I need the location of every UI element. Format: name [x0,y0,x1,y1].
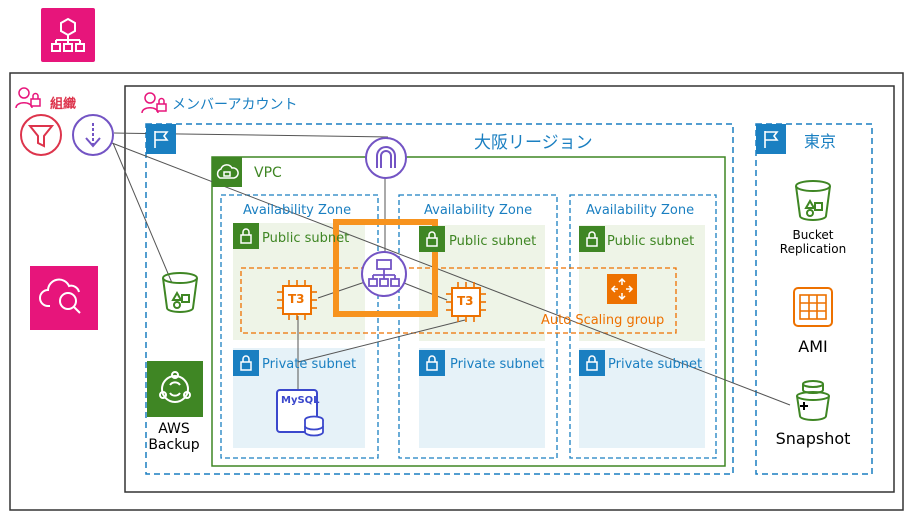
public-subnet-3-label: Public subnet [607,234,695,249]
public-subnet-2-label: Public subnet [449,234,537,249]
auto-scaling-icon [607,274,637,304]
snapshot-label: Snapshot [775,429,851,448]
member-account-user-icon [140,91,168,115]
load-balancer-icon [360,250,408,298]
aws-backup-label: AWS Backup [148,421,200,453]
organization-boundary [9,72,904,511]
availability-zone-3-label: Availability Zone [586,203,695,218]
member-account-boundary [124,85,895,493]
ec2-t3-chip-icon: T3 [275,278,319,322]
region-flag-icon [146,124,176,154]
auto-scaling-group-boundary [240,267,677,334]
vpc-label: VPC [254,165,282,181]
private-subnet-lock-icon [419,350,445,376]
availability-zone-2 [398,194,558,459]
osaka-region-label: 大阪リージョン [474,133,593,153]
vpc-icon [212,157,242,187]
internet-gateway-icon [364,136,408,180]
private-subnet-3-label: Private subnet [608,357,703,372]
mysql-database-icon: MySQL [274,386,328,440]
public-subnet-lock-icon [579,226,605,252]
auto-scaling-group-label: Auto Scaling group [541,313,665,328]
tokyo-region-boundary [755,123,873,475]
ami-label: AMI [798,337,828,356]
organizations-icon [41,8,95,62]
org-user-icon [14,86,42,110]
load-balancer-highlight [333,219,438,317]
bucket-replication-icon [788,176,838,226]
arrow-down-icon [71,113,115,157]
ec2-label: T3 [457,294,474,308]
member-account-label: メンバーアカウント [172,97,298,113]
aws-backup-icon [147,361,203,417]
private-subnet-1-label: Private subnet [262,357,357,372]
public-subnet-lock-icon [233,223,259,249]
public-subnet-1-label: Public subnet [262,231,350,246]
availability-zone-1 [220,194,379,459]
filter-icon [19,113,63,157]
private-subnet-lock-icon [233,350,259,376]
tokyo-label: 東京 [804,132,837,151]
bucket-replication-label: Bucket Replication [779,228,847,256]
availability-zone-3 [569,194,717,459]
vpc-boundary [211,156,726,467]
ec2-label: T3 [288,292,305,306]
ec2-t3-chip-icon: T3 [444,280,488,324]
tokyo-flag-icon [756,124,786,154]
mysql-label: MySQL [281,395,320,406]
snapshot-icon [790,376,836,424]
private-subnet-lock-icon [579,350,605,376]
public-subnet-lock-icon [419,226,445,252]
private-subnet-2-label: Private subnet [450,357,545,372]
org-label: 組織 [50,97,77,112]
availability-zone-2-label: Availability Zone [424,203,533,218]
cloud-search-icon [30,266,98,330]
osaka-region-boundary [145,123,734,475]
availability-zone-1-label: Availability Zone [243,203,352,218]
s3-bucket-icon [155,268,205,318]
ami-icon [792,286,834,328]
